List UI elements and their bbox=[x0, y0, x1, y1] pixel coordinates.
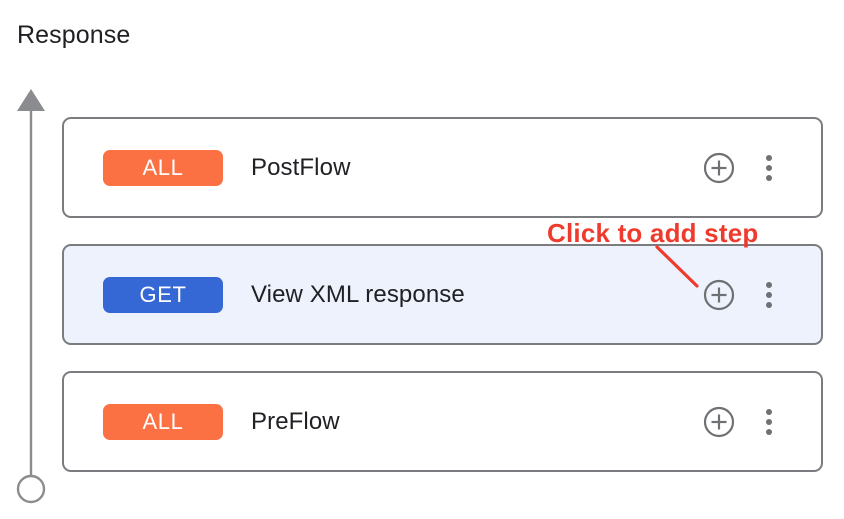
kebab-dot bbox=[766, 418, 772, 425]
plus-circle-icon[interactable] bbox=[703, 152, 735, 184]
kebab-dot bbox=[766, 164, 772, 171]
step-name: View XML response bbox=[251, 280, 465, 308]
step-card-view-xml-response[interactable]: GET View XML response bbox=[62, 244, 823, 345]
step-row-actions bbox=[703, 406, 821, 438]
kebab-dot bbox=[766, 154, 772, 161]
kebab-dot bbox=[766, 291, 772, 298]
method-badge: GET bbox=[103, 276, 223, 313]
kebab-dot bbox=[766, 301, 772, 308]
circle-endpoint-icon bbox=[16, 474, 46, 504]
step-name: PostFlow bbox=[251, 153, 351, 181]
plus-circle-icon[interactable] bbox=[703, 406, 735, 438]
flow-axis-graphic bbox=[16, 89, 46, 504]
step-row-actions bbox=[703, 279, 821, 311]
flow-step-list: ALL PostFlow GET View XML response bbox=[62, 117, 823, 472]
flow-direction-axis bbox=[0, 80, 70, 514]
step-name: PreFlow bbox=[251, 407, 340, 435]
step-card-postflow[interactable]: ALL PostFlow bbox=[62, 117, 823, 218]
up-arrow-icon bbox=[17, 89, 45, 111]
page-title: Response bbox=[17, 21, 131, 49]
step-card-preflow[interactable]: ALL PreFlow bbox=[62, 371, 823, 472]
more-vertical-icon[interactable] bbox=[757, 152, 781, 184]
kebab-dot bbox=[766, 174, 772, 181]
step-row-actions bbox=[703, 152, 821, 184]
more-vertical-icon[interactable] bbox=[757, 279, 781, 311]
more-vertical-icon[interactable] bbox=[757, 406, 781, 438]
method-badge: ALL bbox=[103, 149, 223, 186]
method-badge: ALL bbox=[103, 403, 223, 440]
plus-circle-icon[interactable] bbox=[703, 279, 735, 311]
kebab-dot bbox=[766, 428, 772, 435]
kebab-dot bbox=[766, 408, 772, 415]
kebab-dot bbox=[766, 281, 772, 288]
